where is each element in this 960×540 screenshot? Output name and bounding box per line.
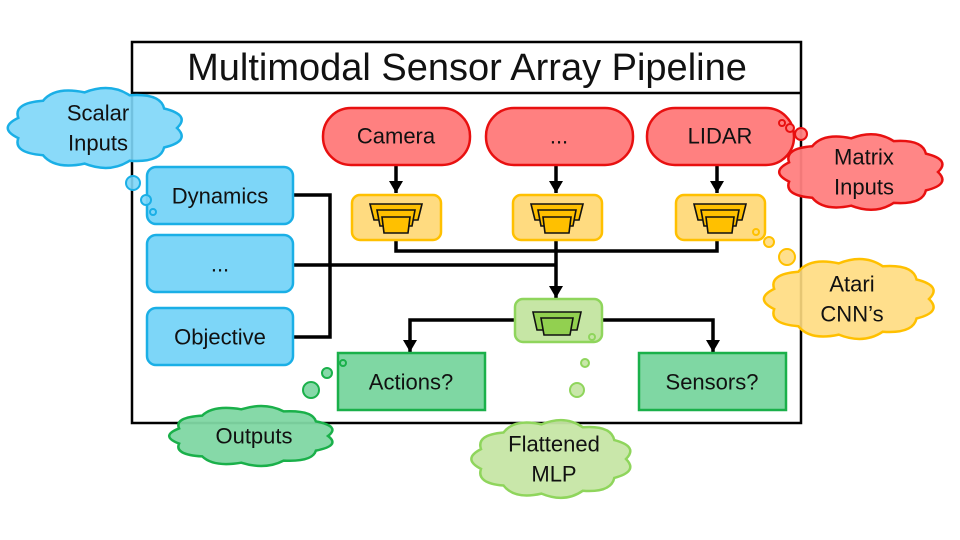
thought-bubble (302, 381, 320, 399)
cnn-layers-icon (529, 203, 585, 234)
matrix-input-label: ... (550, 124, 568, 149)
thought-bubble (580, 358, 590, 368)
thought-bubble (149, 208, 157, 216)
callout-label: CNN’s (820, 302, 883, 327)
scalar-input-node: Dynamics (145, 165, 295, 226)
matrix-input-node: Camera (321, 106, 472, 167)
matrix-input-pill (484, 106, 635, 167)
thought-bubble (569, 382, 585, 398)
callout-label: MLP (531, 462, 576, 487)
scalar-input-label: Objective (174, 325, 266, 350)
matrix-input-pill (645, 106, 796, 167)
thought-bubble (321, 367, 333, 379)
output-node: Actions? (336, 351, 487, 412)
layer-trapezoid (381, 216, 411, 234)
diagram-title: Multimodal Sensor Array Pipeline (187, 47, 747, 89)
thought-bubble (794, 127, 808, 141)
cloud-shape (470, 418, 632, 500)
thought-bubble (752, 228, 760, 236)
output-label: Actions? (369, 370, 453, 395)
matrix-input-label: LIDAR (688, 124, 753, 149)
cnn-layers-icon (692, 203, 748, 234)
output-node: Sensors? (637, 351, 788, 412)
callout-label: Flattened (508, 432, 600, 457)
matrix-input-node: ... (484, 106, 635, 167)
scalar-input-box (145, 233, 295, 294)
cloud-shape (762, 257, 935, 341)
matrix-input-label: Camera (357, 124, 436, 149)
cnn-block (350, 193, 443, 242)
thought-bubble (339, 359, 347, 367)
thought-bubble (125, 175, 141, 191)
thought-bubble (778, 248, 796, 266)
callouts: ScalarInputsMatrixInputsAtariCNN’sFlatte… (6, 86, 944, 500)
scalar-input-node: Objective (145, 306, 295, 367)
mlp-to-sensors-arrow-arrowhead (706, 340, 720, 352)
thought-bubble (140, 194, 152, 206)
callout-label: Atari (829, 272, 874, 297)
cloud-shape (6, 86, 183, 170)
matrix-input-pill (321, 106, 472, 167)
scalar-input-label: ... (211, 252, 229, 277)
callout-label: Matrix (834, 145, 894, 170)
scalar-input-label: Dynamics (172, 184, 269, 209)
thought-bubble (778, 119, 786, 127)
callout-label: Outputs (215, 424, 292, 449)
callout-outputs: Outputs (168, 359, 347, 468)
thought-bubble (763, 236, 775, 248)
nodes: Dynamics... Objective Camera... LIDAR Action… (145, 106, 796, 412)
output-label: Sensors? (666, 370, 759, 395)
scalar-input-box (145, 306, 295, 367)
thought-bubble (785, 123, 795, 133)
sensor-to-cnn-arrow-2-arrowhead (710, 181, 724, 193)
cloud-shape (168, 404, 334, 468)
cloud-shape (777, 133, 944, 211)
output-box (336, 351, 487, 412)
mlp-layers-icon (532, 311, 582, 336)
cnn-block (511, 193, 604, 242)
matrix-input-node: LIDAR (645, 106, 796, 167)
callout-label: Inputs (834, 175, 894, 200)
output-box (637, 351, 788, 412)
bus-to-mlp-arrow-arrowhead (549, 286, 563, 298)
cnn-block (674, 193, 767, 242)
sensor-to-cnn-arrow-0-arrowhead (389, 181, 403, 193)
layer-trapezoid (540, 317, 574, 336)
callout-label: Scalar (67, 101, 129, 126)
layer-trapezoid (705, 216, 735, 234)
sensor-to-cnn-arrow-1-arrowhead (549, 181, 563, 193)
layer-trapezoid (542, 216, 572, 234)
mlp-to-actions-arrow-arrowhead (403, 340, 417, 352)
cnn-layers-icon (368, 203, 424, 234)
callout-label: Inputs (68, 131, 128, 156)
scalar-input-node: ... (145, 233, 295, 294)
thought-bubble (588, 333, 596, 341)
mlp-block (513, 297, 604, 344)
